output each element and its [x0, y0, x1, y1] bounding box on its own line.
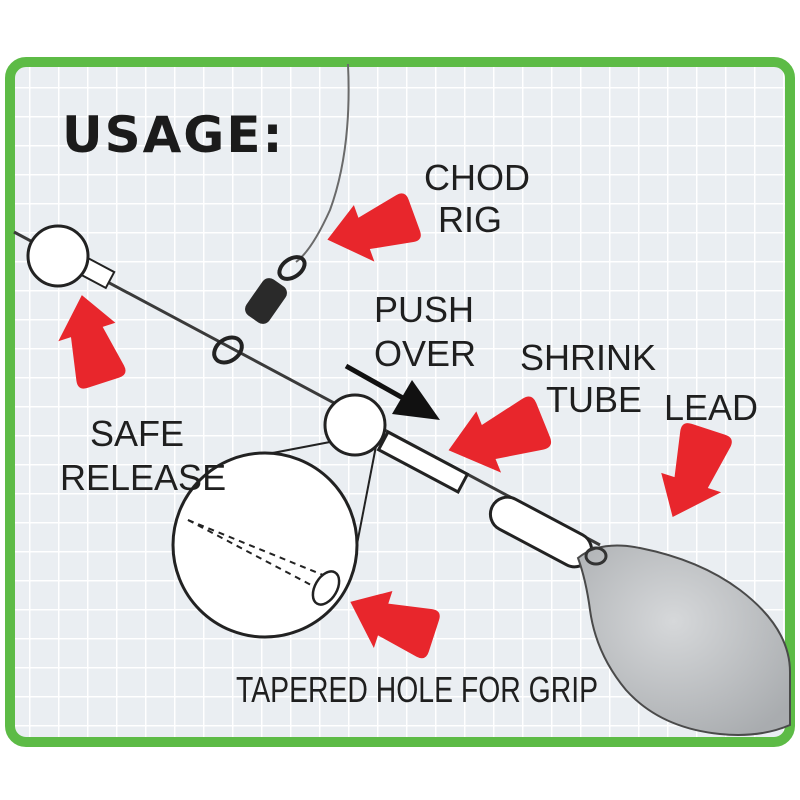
tapered-hole-label: TAPERED HOLE FOR GRIP	[236, 669, 598, 710]
magnifier	[171, 441, 377, 639]
shrink-tube-label-line2: TUBE	[546, 379, 642, 420]
safe-release-label-line1: SAFE	[90, 413, 184, 454]
swivel	[212, 255, 307, 365]
lead-weight	[576, 544, 791, 736]
main-line	[13, 230, 601, 547]
green-frame	[5, 57, 795, 747]
lead-label: LEAD	[664, 387, 758, 428]
bead	[323, 393, 387, 457]
safe-release-label-line2: RELEASE	[60, 457, 226, 498]
shrink-tube	[376, 430, 470, 494]
safe-release-bead	[26, 224, 116, 290]
chod-rig-label-line1: CHOD	[424, 157, 530, 198]
push-over-arrow	[344, 363, 440, 420]
usage-title: USAGE:	[62, 106, 285, 164]
push-over-label-line2: OVER	[374, 333, 476, 374]
push-over-label-line1: PUSH	[374, 289, 474, 330]
shrink-tube-label-line1: SHRINK	[520, 337, 656, 378]
chod-rig-label-line2: RIG	[438, 199, 502, 240]
chod-rig-line	[295, 63, 350, 263]
